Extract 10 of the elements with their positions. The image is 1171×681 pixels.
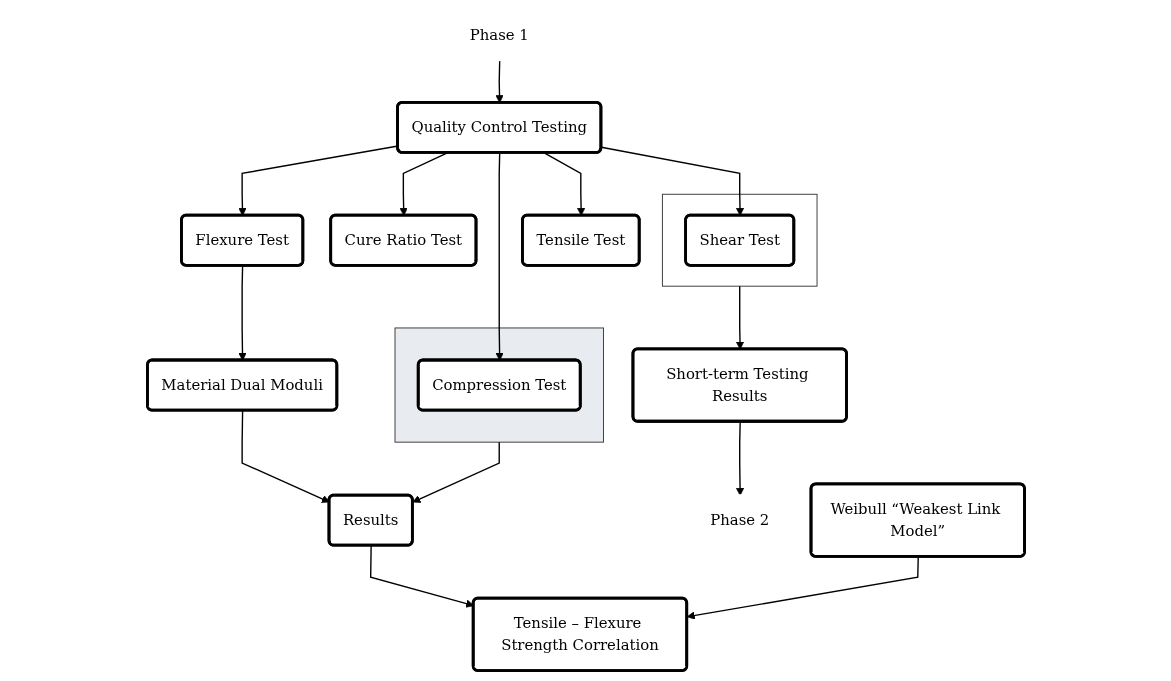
arrow [411, 441, 500, 503]
arrow [399, 152, 448, 216]
node-text: Phase 2 [709, 510, 769, 529]
cluster [394, 327, 604, 443]
cluster [661, 193, 817, 287]
arrow [600, 146, 744, 216]
node-text: Phase 1 [469, 26, 529, 44]
arrow [735, 421, 744, 496]
arrow [543, 152, 585, 216]
arrow [686, 556, 919, 620]
